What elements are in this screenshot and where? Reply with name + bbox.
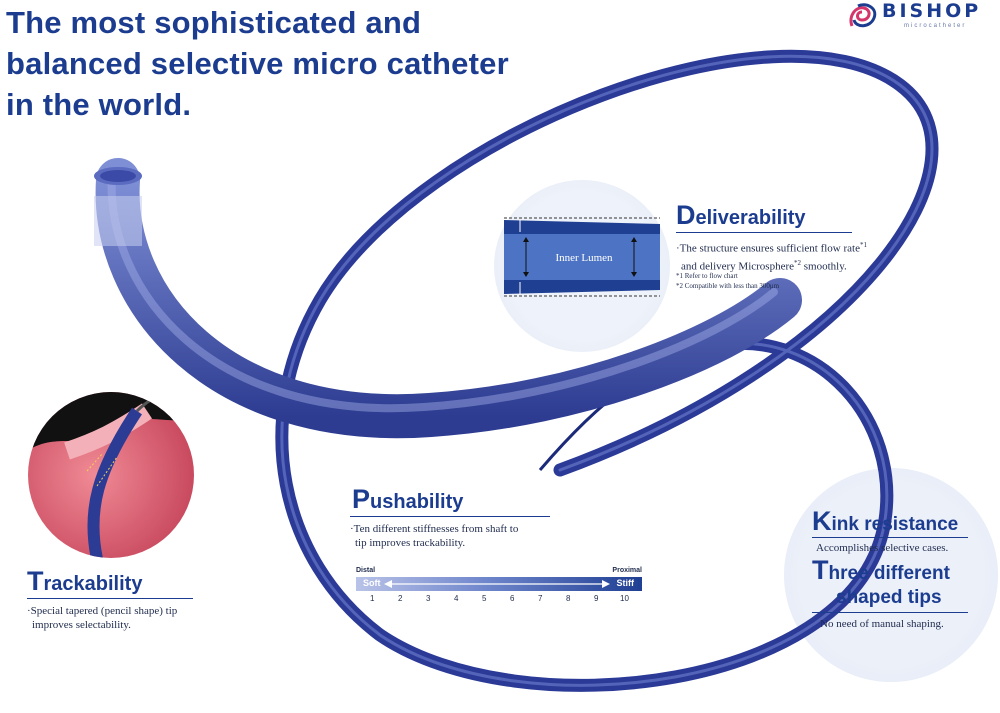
scale-soft-label: Soft	[363, 578, 381, 588]
scale-stiff-label: Stiff	[616, 578, 635, 588]
scale-tick: 3	[426, 594, 431, 603]
kink-desc: Accomplishes selective cases.	[816, 542, 949, 554]
tips-title-cap: T	[812, 555, 829, 585]
trackability-title-rest: rackability	[43, 573, 143, 595]
pushability-title-rest: ushability	[370, 491, 464, 513]
inner-lumen-diagram	[504, 217, 660, 297]
trackability-rule	[27, 598, 193, 599]
brand-subtitle: microcatheter	[904, 23, 967, 29]
scale-tick: 5	[482, 594, 487, 603]
deliverability-title-rest: eliverability	[695, 207, 806, 229]
deliverability-sup2: *2	[794, 258, 802, 267]
scale-tick: 8	[566, 594, 571, 603]
brand-logo: BISHOP microcatheter	[844, 0, 994, 32]
headline-line-3: in the world.	[6, 87, 192, 122]
inner-lumen-label: Inner Lumen	[555, 252, 613, 264]
tips-rule	[812, 612, 968, 613]
bishop-logo-icon	[849, 3, 877, 28]
kink-rule	[812, 537, 968, 538]
scale-tick: 4	[454, 594, 459, 603]
scale-ticks: 1 2 3 4 5 6 7 8 9 10	[356, 594, 642, 606]
deliverability-title: Deliverability	[676, 200, 806, 231]
catheter-shaft	[95, 158, 802, 439]
deliverability-note-2: *2 Compatible with less than 300μm	[676, 282, 780, 290]
kink-title-rest: ink resistance	[831, 514, 959, 535]
pushability-desc-line2: tip improves trackability.	[355, 537, 466, 549]
pushability-rule	[350, 516, 550, 517]
scale-arrow-icon	[384, 580, 610, 588]
tips-title-line2: shaped tips	[836, 587, 942, 608]
trackability-desc-line1: ·Special tapered (pencil shape) tip	[27, 605, 178, 617]
scale-distal-label: Distal	[356, 567, 376, 574]
trackability-desc: ·Special tapered (pencil shape) tip impr…	[27, 604, 177, 632]
tips-title-line1: hree different	[828, 563, 950, 584]
scale-tick: 10	[620, 594, 629, 603]
pushability-title-cap: P	[352, 484, 371, 514]
kink-title: Kink resistance	[812, 506, 958, 537]
scale-tick: 9	[594, 594, 599, 603]
headline-line-2: balanced selective micro catheter	[6, 46, 509, 81]
headline: The most sophisticated and balanced sele…	[6, 2, 606, 125]
trackability-desc-line2: improves selectability.	[32, 619, 131, 631]
tips-desc: No need of manual shaping.	[820, 618, 944, 630]
scale-proximal-label: Proximal	[612, 567, 642, 574]
scale-tick: 2	[398, 594, 403, 603]
deliverability-title-cap: D	[676, 200, 696, 230]
stiffness-scale: Distal Proximal Soft Stiff 1 2 3 4 5 6 7…	[356, 567, 642, 609]
headline-line-1: The most sophisticated and	[6, 5, 422, 40]
vessel-illustration	[28, 392, 194, 558]
trackability-title-cap: T	[27, 566, 44, 596]
trackability-title: Trackability	[27, 566, 142, 597]
scale-tick: 6	[510, 594, 515, 603]
scale-tick: 7	[538, 594, 543, 603]
pushability-desc-line1: ·Ten different stiffnesses from shaft to	[350, 523, 519, 535]
pushability-desc: ·Ten different stiffnesses from shaft to…	[350, 522, 518, 550]
deliverability-desc: ·The structure ensures sufficient flow r…	[676, 238, 867, 273]
kink-title-cap: K	[812, 506, 832, 536]
deliverability-notes: *1 Refer to flow chart *2 Compatible wit…	[676, 271, 779, 291]
deliverability-desc-line2a: and delivery Microsphere	[681, 260, 795, 273]
tips-title: Three different shaped tips	[812, 555, 950, 610]
pushability-title: Pushability	[352, 484, 463, 515]
deliverability-desc-line2b: smoothly.	[801, 260, 847, 273]
deliverability-note-1: *1 Refer to flow chart	[676, 272, 738, 280]
scale-tick: 1	[370, 594, 375, 603]
deliverability-desc-line1: ·The structure ensures sufficient flow r…	[676, 242, 860, 255]
brand-name: BISHOP	[882, 0, 982, 22]
deliverability-rule	[676, 232, 852, 233]
deliverability-sup1: *1	[859, 241, 867, 249]
